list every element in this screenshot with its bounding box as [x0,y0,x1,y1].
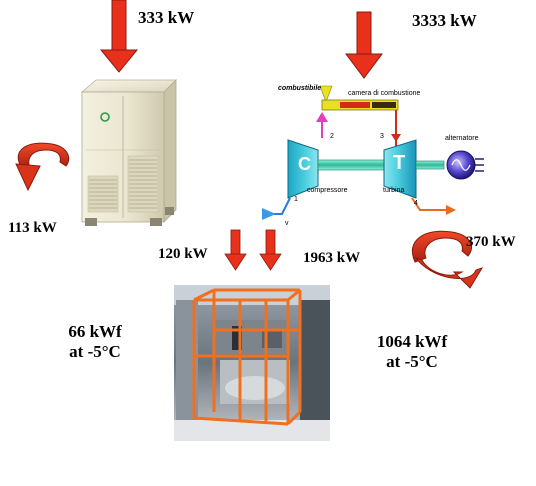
cooling-output-right: 1064 kWf at -5°C [352,332,472,372]
label-point-air: v [285,220,289,227]
input-arrow-right [345,11,383,79]
label-turbine: turbina [383,187,405,194]
gas-turbine-schematic [262,85,484,220]
to-chiller-arrow-right [259,229,282,271]
fuel-nozzle [319,85,333,103]
turbine-letter: T [393,152,406,174]
shaft [317,159,385,171]
to-chiller-power-right: 1963 kW [303,250,361,266]
label-point-2: 2 [330,133,334,140]
cooling-output-left: 66 kWf at -5°C [40,322,150,362]
input-power-right: 3333 kW [412,11,477,30]
cooling-output-right-temp: at -5°C [386,352,438,371]
chiller-frame [192,288,302,426]
compressor-letter: C [298,154,311,174]
to-chiller-power-left: 120 kW [158,246,208,262]
loss-power-left: 113 kW [8,220,57,236]
input-power-left: 333 kW [138,8,195,27]
loss-power-right: 370 kW [466,234,516,250]
loss-arrow-right [412,230,484,289]
cooling-output-left-temp: at -5°C [69,342,121,361]
label-alternator: alternatore [445,135,479,142]
label-point-4: 4 [414,200,418,207]
loss-arrow-left [15,142,70,192]
label-compressor: compressore [307,187,348,194]
cooling-output-right-value: 1064 kWf [376,332,448,351]
to-chiller-arrow-left [224,229,247,271]
turbine-shape [383,139,417,199]
cooling-output-left-value: 66 kWf [68,322,122,341]
label-point-3: 3 [380,133,384,140]
input-arrow-left [99,0,139,73]
label-point-1: 1 [294,196,298,203]
label-combustion-chamber: camera di combustione [348,90,421,97]
label-fuel: combustibile [278,85,322,92]
microturbine-cabinet-image [80,79,177,226]
absorption-chiller-image [174,285,330,441]
compressor-shape [287,139,319,199]
